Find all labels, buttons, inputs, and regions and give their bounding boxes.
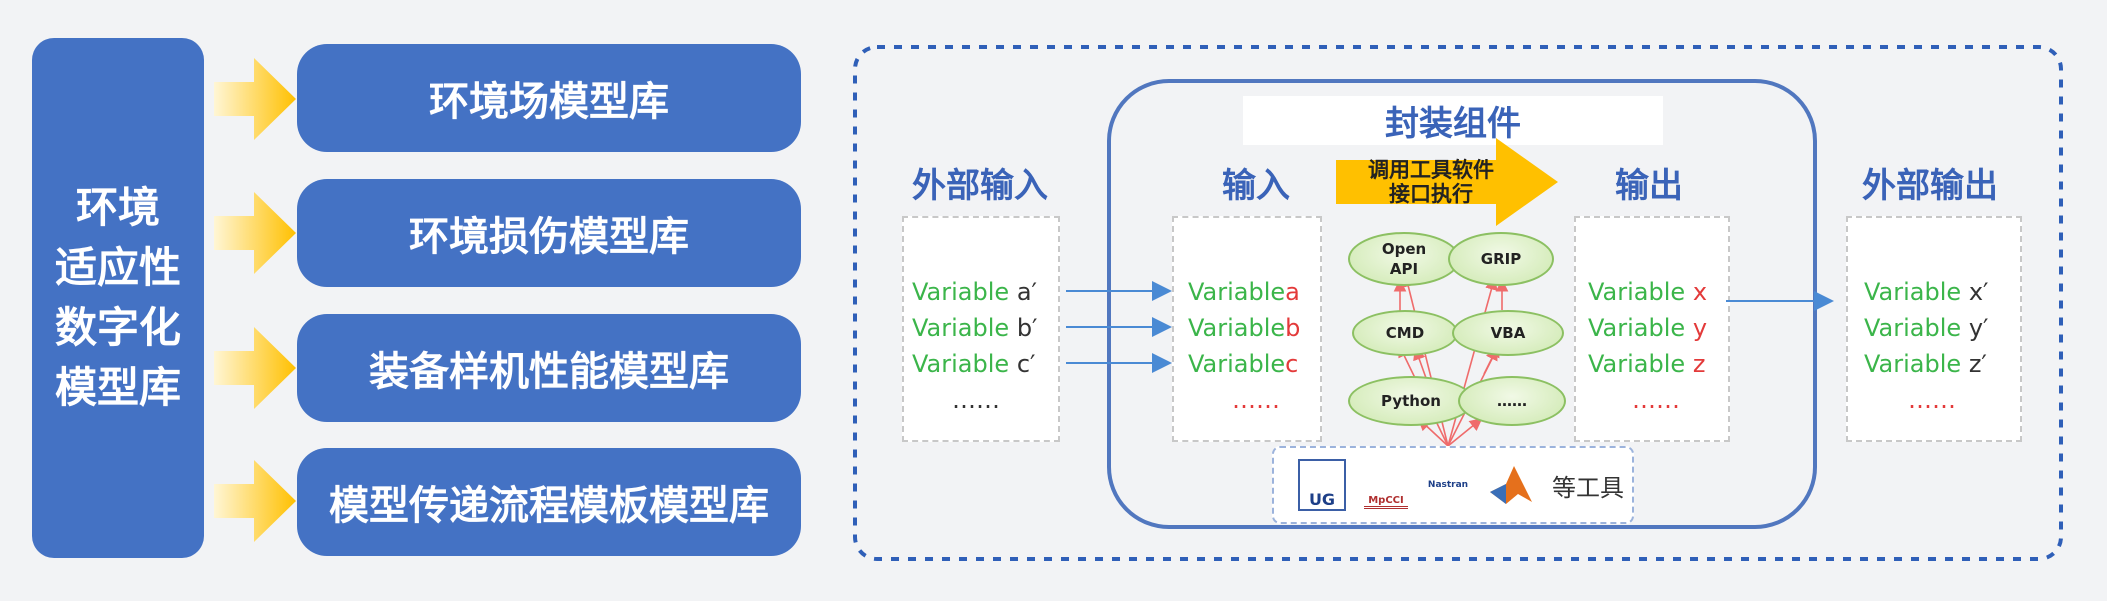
tools-label: 等工具: [1552, 473, 1624, 502]
input-box: [1172, 216, 1322, 442]
ext-input-box: [902, 216, 1060, 442]
right-panel-frame: [853, 45, 2063, 561]
list-item: Variable c′: [912, 350, 1036, 378]
arrow-icon: [214, 58, 296, 140]
output-list: Variable x Variable y Variable z ……: [1588, 274, 1707, 418]
list-more: ……: [952, 386, 1000, 414]
list-item: Variable z′: [1864, 350, 1987, 378]
node-label: Open: [1381, 240, 1427, 258]
arrow-icon: [214, 460, 296, 542]
list-item: Variableb: [1188, 314, 1301, 342]
matlab-icon: [1490, 466, 1532, 504]
node-vba: VBA: [1452, 310, 1564, 356]
call-label: 调用工具软件 接口执行: [1336, 158, 1526, 206]
call-arrow-icon: [1336, 138, 1558, 226]
arrow-icon: [214, 192, 296, 274]
node-more: ……: [1458, 376, 1566, 426]
ext-output-title: 外部输出: [1862, 166, 1998, 206]
input-title: 输入: [1222, 166, 1290, 206]
main-title-line: 数字化: [54, 303, 181, 352]
ext-output-box: [1846, 216, 2022, 442]
list-item: Variable y′: [1864, 314, 1989, 342]
node-open-api: Open API: [1348, 232, 1460, 286]
main-title-line: 环境: [75, 183, 160, 232]
list-more: ……: [1632, 386, 1680, 414]
list-item: Variable y: [1588, 314, 1708, 342]
node-grip: GRIP: [1448, 232, 1554, 286]
library-equipment-performance-button[interactable]: 装备样机性能模型库: [297, 314, 801, 422]
component-title: 封装组件: [1243, 96, 1663, 145]
main-title-box: 环境 适应性 数字化 模型库: [32, 38, 204, 558]
tools-box: UG MpCCI Nastran 等工具: [1272, 446, 1634, 524]
call-label-line: 调用工具软件: [1368, 158, 1494, 182]
list-more: ……: [1908, 386, 1956, 414]
ext-output-list: Variable x′ Variable y′ Variable z′ ……: [1864, 274, 1988, 418]
main-title-line: 模型库: [54, 363, 181, 412]
node-python: Python: [1348, 376, 1474, 426]
ext-input-list: Variable a′ Variable b′ Variable c′ ……: [912, 274, 1038, 418]
list-item: Variablec: [1188, 350, 1299, 378]
mpcci-icon: MpCCI: [1364, 462, 1408, 509]
list-item: Variable b′: [912, 314, 1038, 342]
list-item: Variable x: [1588, 278, 1708, 306]
list-item: Variablea: [1188, 278, 1300, 306]
ug-icon: UG: [1298, 459, 1346, 511]
library-environment-damage-button[interactable]: 环境损伤模型库: [297, 179, 801, 287]
node-cmd: CMD: [1352, 310, 1458, 356]
list-item: Variable z: [1588, 350, 1706, 378]
nastran-icon: Nastran: [1427, 480, 1469, 490]
call-label-line: 接口执行: [1389, 182, 1473, 206]
main-title-line: 适应性: [54, 243, 181, 292]
library-model-transfer-button[interactable]: 模型传递流程模板模型库: [297, 448, 801, 556]
input-list: Variablea Variableb Variablec ……: [1188, 274, 1300, 418]
list-item: Variable a′: [912, 278, 1037, 306]
list-item: Variable x′: [1864, 278, 1989, 306]
arrow-icon: [214, 327, 296, 409]
node-label: API: [1389, 260, 1419, 278]
ext-input-title: 外部输入: [912, 166, 1048, 206]
library-environment-field-button[interactable]: 环境场模型库: [297, 44, 801, 152]
list-more: ……: [1232, 386, 1280, 414]
output-box: [1574, 216, 1730, 442]
output-title: 输出: [1615, 166, 1683, 206]
